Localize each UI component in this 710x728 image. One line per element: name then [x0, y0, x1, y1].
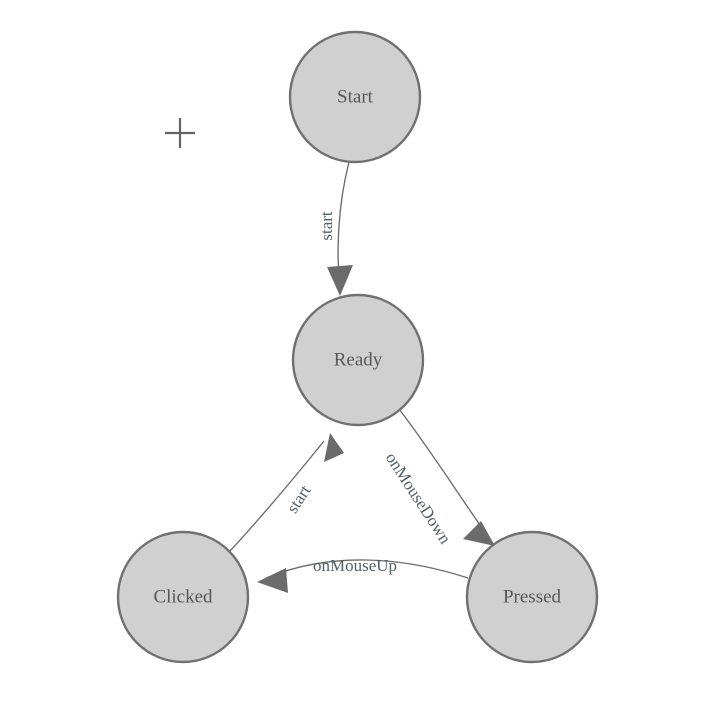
- edge-pressed-to-clicked[interactable]: onMouseUp: [257, 556, 469, 593]
- edge-label: onMouseUp: [313, 556, 397, 575]
- edge-label: onMouseDown: [382, 449, 455, 548]
- state-node-pressed[interactable]: Pressed: [465, 530, 599, 664]
- state-node-ready[interactable]: Ready: [291, 293, 425, 427]
- node-shape[interactable]: [465, 530, 599, 664]
- node-label: Clicked: [153, 586, 213, 607]
- edge-line: [229, 440, 325, 552]
- node-shape[interactable]: [116, 530, 250, 664]
- arrowhead-icon: [327, 265, 353, 296]
- node-label: Start: [337, 86, 374, 107]
- state-node-clicked[interactable]: Clicked: [116, 530, 250, 664]
- node-shape[interactable]: [291, 293, 425, 427]
- nodes-layer: Start Ready Clicked Pressed: [116, 30, 599, 664]
- edge-ready-to-pressed[interactable]: onMouseDown: [382, 408, 495, 548]
- node-label: Pressed: [503, 586, 562, 607]
- arrowhead-icon: [257, 568, 288, 593]
- edge-clicked-to-ready[interactable]: start: [229, 433, 344, 552]
- edge-label: start: [317, 211, 336, 241]
- edge-start-to-ready[interactable]: start: [317, 161, 353, 296]
- edge-label: start: [283, 481, 315, 516]
- arrowhead-icon: [463, 521, 495, 546]
- node-label: Ready: [334, 349, 383, 370]
- crosshair-marker-icon: [165, 118, 195, 148]
- edge-line: [265, 559, 469, 579]
- state-node-start[interactable]: Start: [288, 30, 422, 164]
- node-shape[interactable]: [288, 30, 422, 164]
- arrowhead-icon: [324, 433, 344, 462]
